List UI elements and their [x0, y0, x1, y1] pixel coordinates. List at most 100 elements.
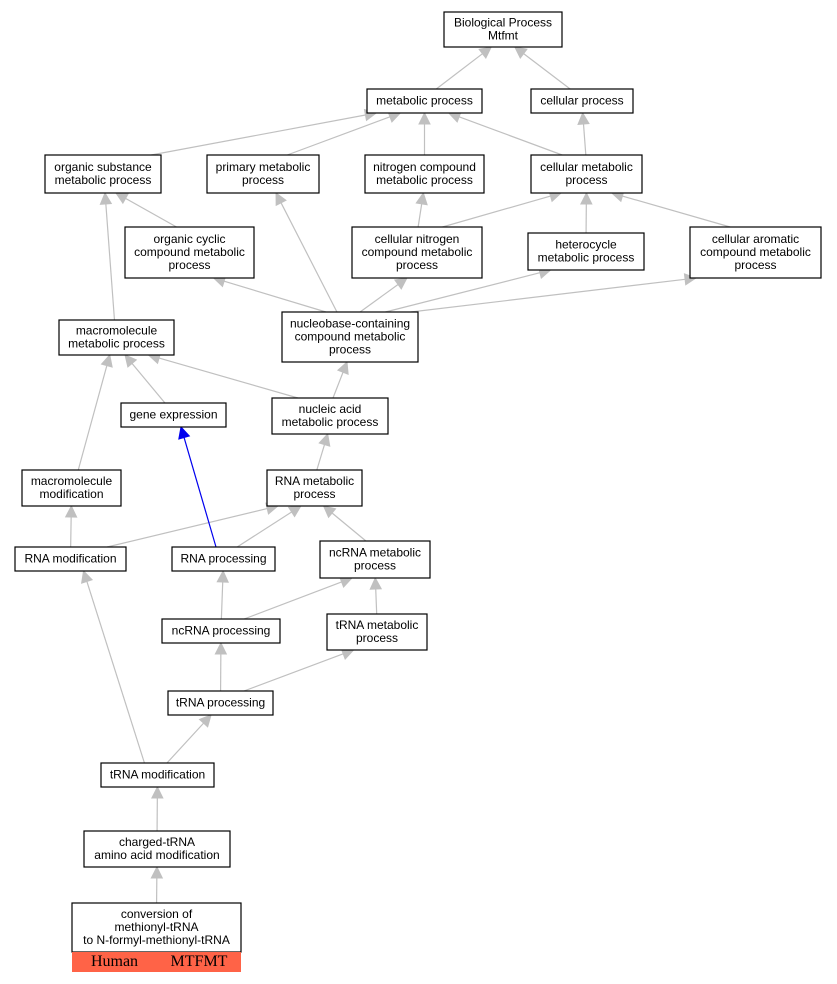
arrowhead: [478, 46, 493, 59]
go-term-node-ncrnaproc[interactable]: ncRNA processing: [161, 618, 281, 644]
go-term-box: [266, 469, 363, 507]
edge-macro-to-orgsub: [99, 191, 116, 321]
go-term-label: metabolic process: [55, 173, 152, 187]
edge-rnaproc-to-geneexp: [178, 425, 217, 548]
go-term-label: cellular aromatic: [712, 232, 799, 246]
edge-line: [106, 507, 268, 548]
go-term-box: [351, 226, 483, 279]
go-term-box: [319, 540, 431, 579]
arrowhead: [124, 354, 138, 368]
edge-line: [332, 372, 344, 399]
go-term-label: metabolic process: [376, 94, 473, 108]
edge-ncrnaproc-to-ncrnameta: [243, 576, 353, 620]
edge-line: [243, 653, 344, 692]
go-term-box: [206, 154, 320, 194]
go-term-label: tRNA processing: [176, 696, 265, 710]
arrowhead: [178, 425, 191, 440]
edge-meta-to-bp: [435, 46, 493, 90]
go-term-label: cellular nitrogen: [375, 232, 460, 246]
go-term-label: macromolecule: [31, 474, 113, 488]
go-term-box: [326, 613, 428, 651]
go-term-box: [161, 618, 281, 644]
edge-line: [236, 511, 292, 548]
edge-line: [243, 581, 342, 620]
go-term-label: compound metabolic: [295, 330, 406, 344]
go-term-box: [14, 546, 127, 572]
go-term-node-rnamod[interactable]: RNA modification: [14, 546, 127, 572]
gene-label: MTFMT: [171, 953, 228, 970]
go-term-label: RNA modification: [24, 552, 116, 566]
edge-line: [131, 363, 166, 404]
go-term-label: amino acid modification: [94, 848, 219, 862]
edge-line: [70, 516, 72, 548]
go-term-node-geneexp[interactable]: gene expression: [120, 402, 227, 428]
go-term-label: cellular metabolic: [540, 160, 633, 174]
go-term-node-cell[interactable]: cellular process: [530, 88, 634, 114]
arrowhead: [216, 569, 230, 583]
edge-nitro-to-meta: [418, 111, 431, 155]
go-term-label: metabolic process: [376, 173, 473, 187]
edge-line: [331, 512, 367, 542]
edge-trnamod-to-rnamod: [81, 569, 146, 764]
arrowhead: [64, 504, 78, 518]
go-term-label: process: [329, 343, 371, 357]
go-term-box: [44, 154, 162, 194]
edge-trnamod-to-trnaproc: [166, 714, 212, 764]
go-term-node-rnaproc[interactable]: RNA processing: [171, 546, 276, 572]
go-term-label: modification: [39, 487, 103, 501]
organism-cell: [72, 952, 157, 972]
edge-line: [151, 114, 366, 156]
edge-cellaro-to-cellmeta: [610, 190, 731, 228]
edge-nucbase-to-cellnit: [359, 277, 408, 313]
go-term-box: [271, 397, 389, 435]
edge-line: [435, 53, 483, 90]
go-term-label: process: [293, 487, 335, 501]
edge-nucacid-to-macro: [147, 352, 299, 399]
go-term-label: RNA processing: [180, 552, 266, 566]
go-term-box: [527, 232, 645, 271]
arrowhead: [336, 360, 349, 376]
go-term-label: process: [565, 173, 607, 187]
go-term-box: [171, 546, 276, 572]
arrowhead: [81, 569, 94, 584]
arrowhead: [198, 714, 212, 728]
go-term-node-meta[interactable]: metabolic process: [366, 88, 483, 114]
go-term-box: [364, 154, 485, 194]
go-term-box: [124, 226, 255, 279]
edge-geneexp-to-macro: [124, 354, 166, 404]
go-term-box: [167, 690, 274, 716]
go-term-box: [71, 902, 242, 953]
go-term-node-trnaproc[interactable]: tRNA processing: [167, 690, 274, 716]
edge-nucbase-to-prim: [275, 192, 338, 313]
go-term-label: process: [356, 631, 398, 645]
edge-orgsub-to-meta: [151, 108, 378, 156]
go-term-label: cellular process: [540, 94, 623, 108]
go-term-node-trnamod[interactable]: tRNA modification: [100, 762, 215, 788]
go-term-box: [21, 469, 122, 507]
edge-rnamod-to-rnameta: [106, 502, 279, 548]
edge-rnaproc-to-rnameta: [236, 505, 302, 548]
go-term-label: process: [242, 173, 284, 187]
edge-line: [582, 123, 587, 156]
go-term-label: methionyl-tRNA: [114, 920, 198, 934]
